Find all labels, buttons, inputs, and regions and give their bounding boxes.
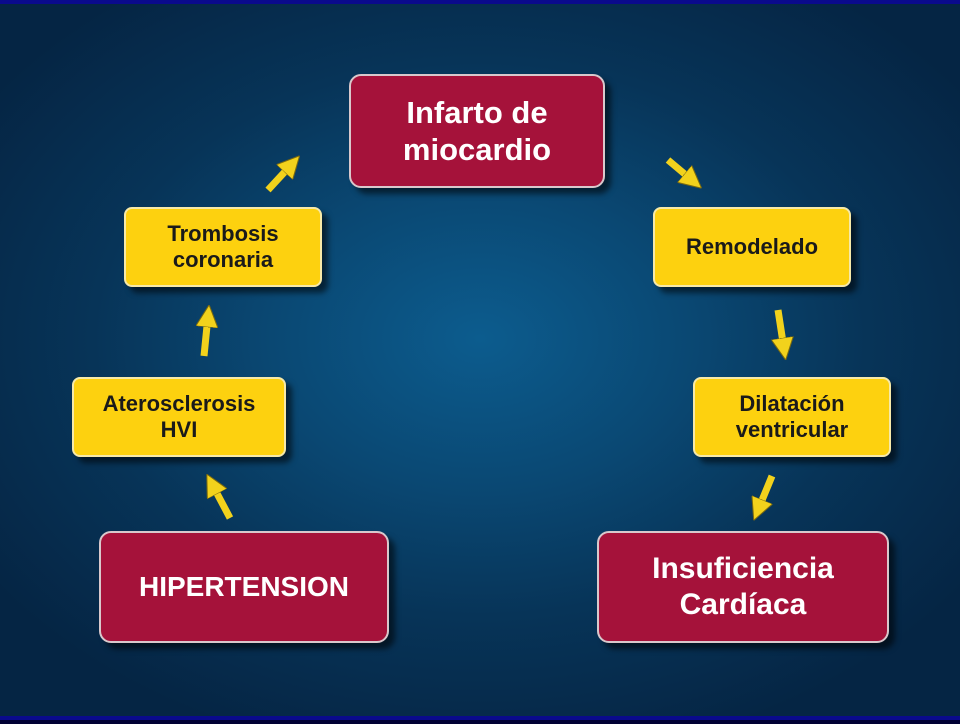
node-hipertension: HIPERTENSION	[99, 531, 389, 643]
arrow-hipertension-to-aterosclerosis	[212, 484, 234, 520]
node-remodelado: Remodelado	[653, 207, 851, 287]
node-aterosclerosis-hvi: Aterosclerosis HVI	[72, 377, 286, 457]
node-label: Trombosis coronaria	[167, 220, 279, 272]
node-label: Infarto de miocardio	[402, 94, 552, 167]
arrow-infarto-to-remodelado	[665, 157, 693, 181]
node-infarto-de-miocardio: Infarto de miocardio	[349, 74, 605, 188]
node-dilatacion-ventricular: Dilatación ventricular	[693, 377, 891, 457]
node-label: Remodelado	[685, 233, 819, 259]
node-label: Aterosclerosis HVI	[102, 390, 256, 442]
node-trombosis-coronaria: Trombosis coronaria	[124, 207, 322, 287]
node-label: HIPERTENSION	[138, 571, 350, 603]
node-insuficiencia-cardiaca: Insuficiencia Cardíaca	[597, 531, 889, 643]
node-label: Insuficiencia Cardíaca	[652, 552, 834, 621]
node-label: Dilatación ventricular	[735, 390, 849, 442]
arrow-dilatacion-to-insuficiencia	[758, 474, 776, 510]
arrow-remodelado-to-dilatacion	[778, 309, 784, 349]
arrow-aterosclerosis-to-trombosis	[204, 316, 208, 357]
arrow-trombosis-to-infarto	[265, 164, 292, 193]
